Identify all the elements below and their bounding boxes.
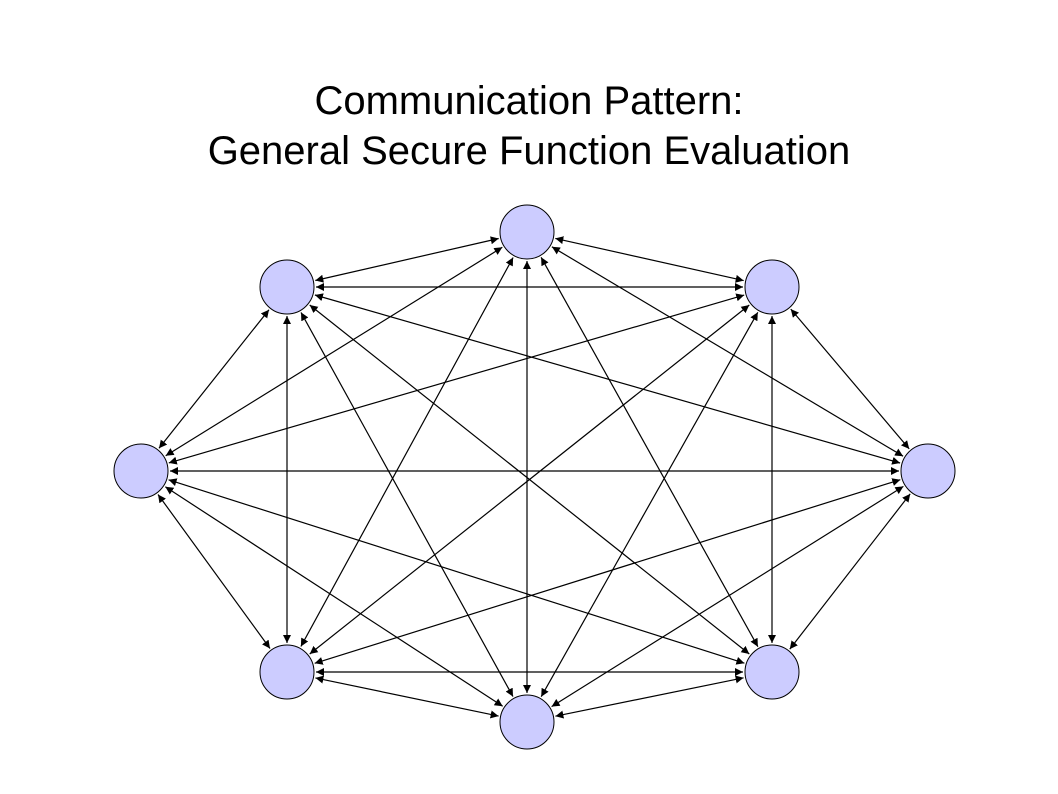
edge-1-4 bbox=[540, 257, 759, 647]
party-node-5 bbox=[499, 694, 555, 750]
party-node-2 bbox=[744, 259, 800, 315]
edge-4-7 bbox=[168, 478, 745, 665]
edge-1-7 bbox=[165, 246, 503, 457]
party-node-1 bbox=[499, 204, 555, 260]
edge-5-7 bbox=[164, 486, 504, 707]
edge-6-7 bbox=[157, 494, 271, 649]
edge-2-7 bbox=[168, 293, 745, 465]
edge-5-8 bbox=[300, 312, 514, 697]
edges-group bbox=[157, 236, 911, 719]
edge-2-3 bbox=[790, 308, 910, 450]
title-line-2: General Secure Function Evaluation bbox=[207, 129, 851, 173]
edge-2-5 bbox=[540, 312, 759, 697]
party-node-3 bbox=[900, 443, 956, 499]
edge-5-6 bbox=[315, 675, 499, 719]
edge-1-2 bbox=[555, 236, 744, 283]
edge-7-8 bbox=[158, 309, 270, 449]
edge-1-3 bbox=[551, 246, 904, 457]
party-node-7 bbox=[113, 443, 169, 499]
edge-1-8 bbox=[315, 236, 499, 283]
edge-3-6 bbox=[314, 478, 901, 665]
edge-1-6 bbox=[300, 257, 514, 647]
edge-3-5 bbox=[551, 485, 904, 708]
edge-3-4 bbox=[789, 493, 911, 650]
edge-4-5 bbox=[555, 675, 744, 719]
title-line-1: Communication Pattern: bbox=[314, 79, 744, 123]
nodes-group bbox=[113, 204, 956, 750]
party-node-8 bbox=[259, 259, 315, 315]
party-node-6 bbox=[259, 644, 315, 700]
party-node-4 bbox=[744, 644, 800, 700]
slide-title: Communication Pattern: General Secure Fu… bbox=[0, 76, 1058, 176]
